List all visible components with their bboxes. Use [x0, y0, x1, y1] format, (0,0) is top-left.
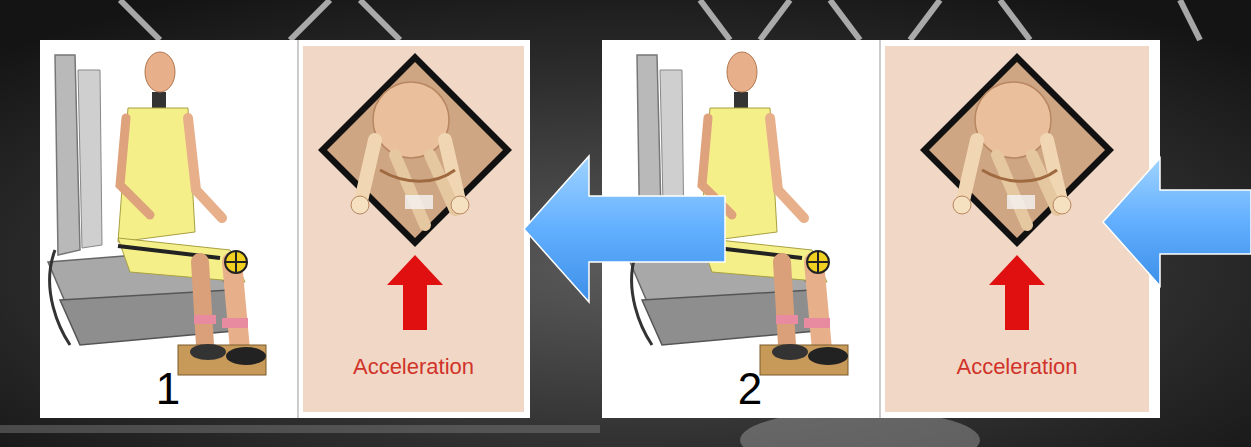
test-setup-box: 2	[622, 40, 878, 418]
xray-view-box: Acceleration	[885, 46, 1149, 412]
test-setup-box: 1	[40, 40, 296, 418]
panel-number: 2	[738, 363, 762, 416]
panel-frame	[602, 40, 1160, 418]
panel-number: 1	[156, 363, 180, 416]
floor-rail	[0, 425, 600, 433]
panel-divider	[297, 40, 299, 418]
axis-label: Acceleration	[353, 354, 474, 380]
panel-divider	[879, 40, 881, 418]
axis-label: Acceleration	[956, 354, 1077, 380]
panel-frame	[40, 40, 530, 418]
ring-struts	[120, 0, 1200, 40]
xray-view-box: Acceleration	[303, 46, 524, 412]
